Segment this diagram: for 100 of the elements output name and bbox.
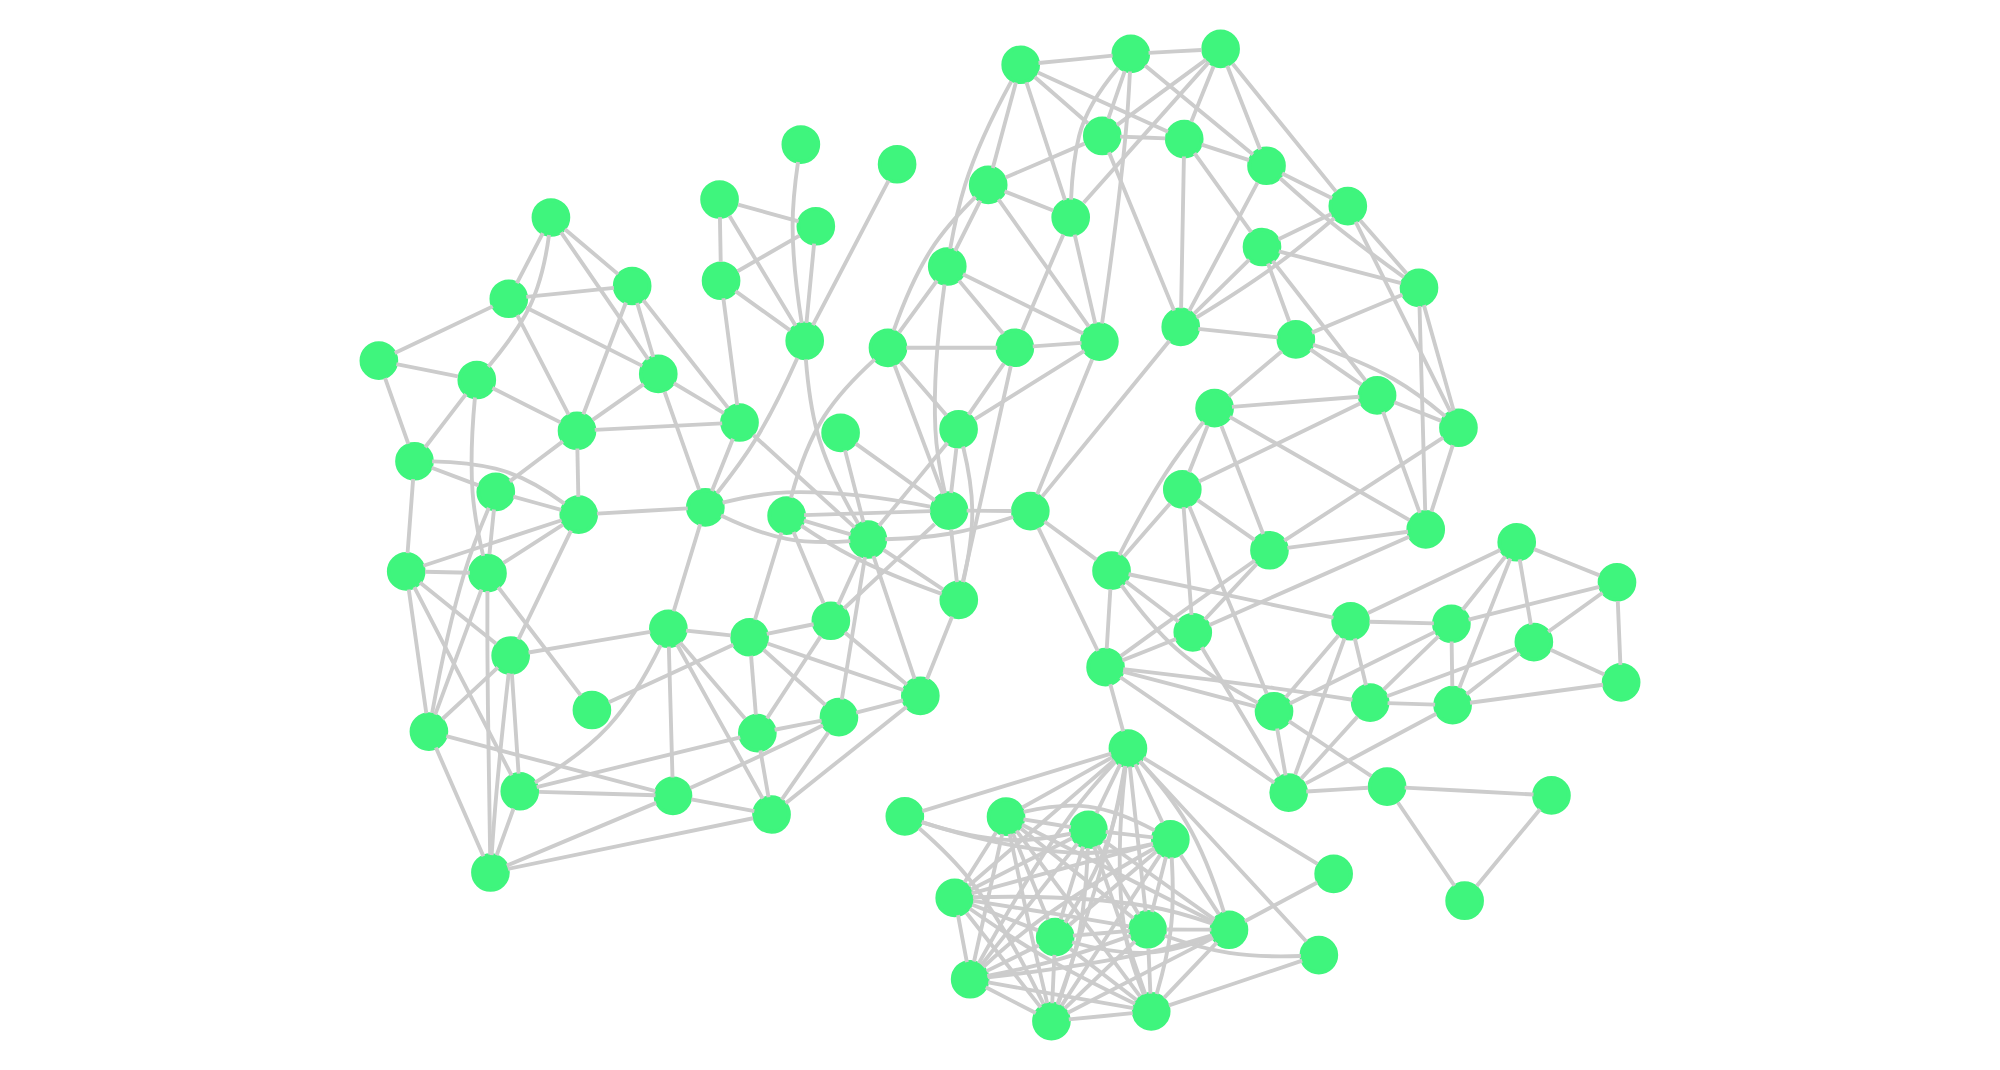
connector	[917, 826, 1046, 1005]
connector	[1281, 171, 1333, 201]
connector	[962, 272, 1084, 336]
node-circle	[720, 403, 759, 442]
connector	[563, 227, 620, 276]
connector	[1187, 424, 1210, 473]
connector	[1615, 600, 1623, 665]
connector	[1227, 349, 1284, 398]
connector	[412, 586, 514, 777]
node-circle	[1086, 647, 1125, 687]
connector	[949, 447, 959, 494]
connector	[1138, 759, 1308, 943]
connector	[961, 446, 975, 583]
connector	[1367, 548, 1502, 615]
connector	[1192, 258, 1251, 316]
connector	[433, 588, 484, 716]
node-circle	[1111, 34, 1151, 74]
node-circle	[1164, 119, 1204, 159]
connector	[1547, 591, 1604, 634]
connector	[1465, 651, 1521, 696]
node-circle	[785, 321, 825, 361]
node-circle	[557, 411, 597, 451]
node-circle	[476, 472, 516, 512]
connector	[727, 214, 798, 327]
connector	[948, 80, 1013, 250]
connector	[1187, 505, 1269, 695]
connector	[422, 518, 563, 568]
connector	[710, 438, 735, 492]
node-circle	[1597, 563, 1637, 602]
connector	[736, 233, 801, 273]
connector	[1122, 502, 1172, 558]
node-circle	[927, 247, 967, 286]
connector	[1312, 342, 1447, 418]
connector	[751, 433, 856, 529]
connector	[509, 673, 521, 774]
node-circle	[935, 878, 975, 918]
connector	[1179, 156, 1186, 309]
node-circle	[939, 409, 978, 449]
connector	[1124, 579, 1180, 624]
node-circle	[968, 165, 1008, 205]
node-circle	[638, 354, 678, 394]
connector	[1024, 81, 1067, 201]
connector	[949, 529, 959, 583]
connector	[877, 441, 949, 528]
connector	[1475, 808, 1542, 888]
connector	[1123, 667, 1353, 702]
node-circle	[686, 488, 725, 527]
connector	[966, 508, 1012, 513]
node-circle	[986, 797, 1026, 836]
connector	[1055, 765, 1127, 1004]
connector	[957, 279, 1005, 335]
connector	[1095, 844, 1141, 916]
connector	[1266, 262, 1292, 323]
connector	[960, 365, 1013, 583]
node-circle	[995, 328, 1035, 368]
node-circle	[1162, 470, 1202, 509]
connector	[423, 393, 468, 449]
node-circle	[1276, 320, 1316, 359]
node-circle	[572, 690, 612, 730]
connector	[1457, 557, 1513, 689]
connector	[780, 731, 830, 801]
node-circle	[457, 360, 497, 400]
connector	[1102, 838, 1216, 921]
connector	[1108, 683, 1126, 732]
connector	[1092, 845, 1148, 995]
connector	[1311, 292, 1404, 335]
connector	[425, 569, 470, 575]
node-circle	[471, 853, 510, 892]
node-circle	[781, 125, 821, 164]
connector	[972, 898, 1130, 929]
connector	[1148, 48, 1202, 55]
connector	[972, 894, 1213, 926]
node-circle	[395, 441, 434, 481]
connector	[441, 666, 500, 721]
connector	[722, 490, 931, 509]
node-circle	[1432, 604, 1471, 644]
connector	[963, 831, 998, 884]
connector	[986, 933, 1132, 978]
node-circle	[1151, 820, 1190, 859]
connector	[1143, 64, 1255, 157]
connector	[487, 509, 496, 555]
connector	[507, 816, 754, 871]
node-circle	[929, 491, 969, 530]
connector	[591, 382, 645, 422]
connector	[1004, 141, 1086, 180]
connector	[1549, 648, 1606, 677]
connector	[1066, 936, 1215, 1015]
connector	[1119, 583, 1259, 705]
connector	[491, 386, 562, 425]
node-circle	[730, 617, 769, 657]
connector	[1107, 151, 1176, 312]
connector	[1043, 519, 1098, 562]
connector	[842, 522, 936, 610]
connector	[432, 459, 566, 506]
node-circle	[1601, 663, 1641, 702]
connector	[1219, 425, 1265, 535]
connector	[536, 735, 741, 789]
node-circle	[1035, 917, 1075, 957]
node-circle	[767, 496, 806, 535]
node-circle	[1331, 601, 1370, 641]
